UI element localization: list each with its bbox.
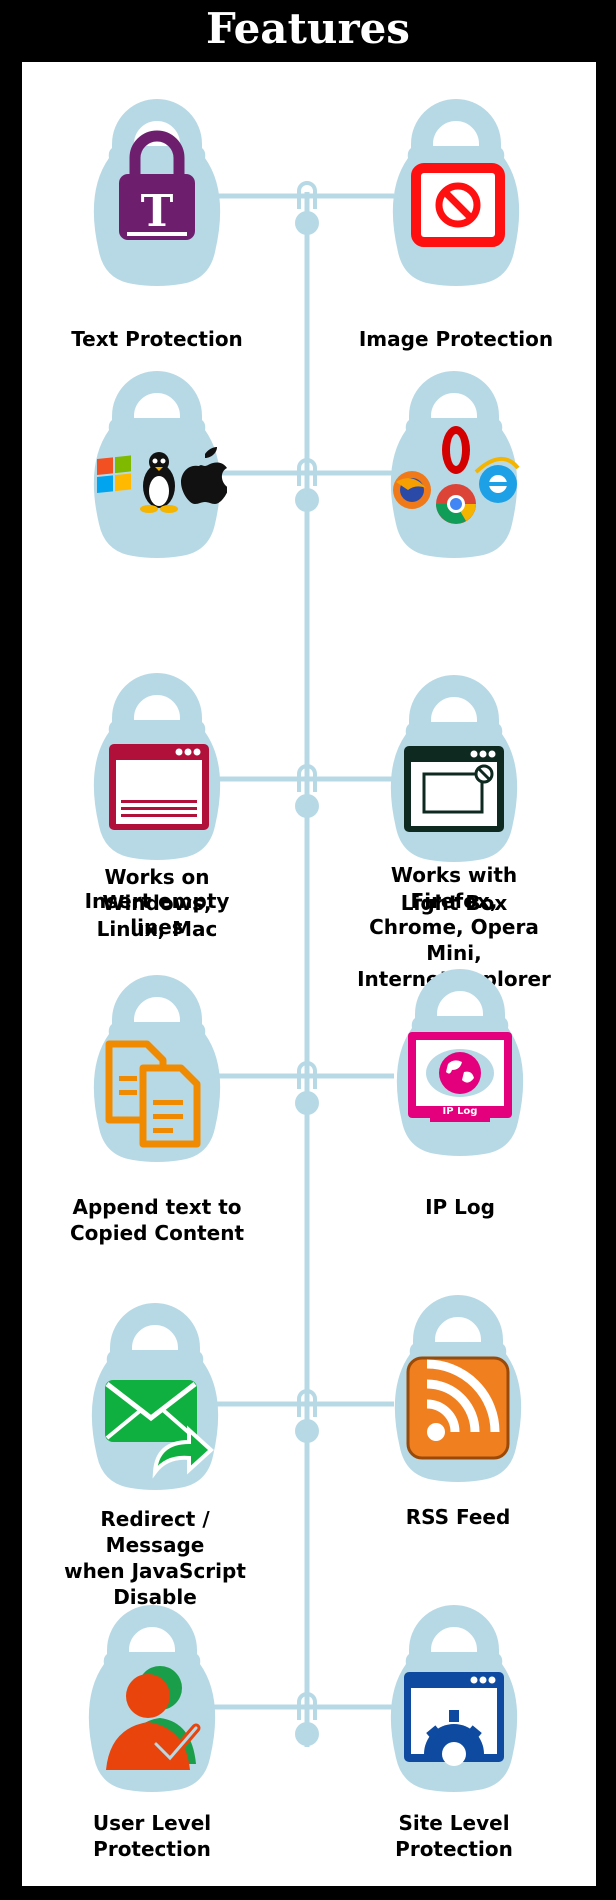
- rss-feed-icon: [406, 1356, 510, 1460]
- lock-icon: T: [93, 99, 221, 286]
- lock-icon: [390, 675, 518, 862]
- lock-icon: [88, 1605, 216, 1792]
- feature-label: Image Protection: [358, 327, 554, 351]
- feature-label: IP Log: [425, 1195, 495, 1219]
- os-logos-icon: [97, 447, 227, 513]
- lock-icon: [93, 975, 221, 1162]
- connector-node: [295, 794, 319, 818]
- site-gear-window-icon: [404, 1672, 504, 1766]
- connector-shackle: [297, 1061, 317, 1089]
- connector-shackle: [297, 764, 317, 792]
- feature-label: RSS Feed: [405, 1505, 511, 1529]
- feature-label: Works on Windows, Linux, Mac: [96, 865, 218, 941]
- connector-node: [295, 1091, 319, 1115]
- features-panel: T Text Protection Image Protection Works…: [22, 62, 596, 1886]
- user-check-icon: [106, 1666, 201, 1770]
- connector-node: [295, 488, 319, 512]
- connector-shackle: [297, 458, 317, 486]
- lock-icon: [390, 1605, 518, 1792]
- feature-label: Append text to Copied Content: [69, 1195, 244, 1245]
- lock-icon: [392, 99, 520, 286]
- window-lines-icon: [109, 744, 209, 830]
- connector-node: [295, 1419, 319, 1443]
- ip-log-icon-text: IP Log: [443, 1106, 478, 1117]
- copy-documents-icon: [105, 1040, 201, 1148]
- connector-shackle: [297, 1389, 317, 1417]
- connector-shackle: [297, 181, 317, 209]
- feature-label: Text Protection: [71, 327, 243, 351]
- blocked-image-icon: [411, 163, 505, 247]
- connector-shackle: [297, 1692, 317, 1720]
- connector-node: [295, 1722, 319, 1746]
- feature-label: Insert empty lines: [84, 889, 230, 939]
- lock-icon: [93, 371, 227, 558]
- feature-label: Works with Firefox, Chrome, Opera Mini, …: [357, 863, 551, 991]
- lock-icon: IP Log: [396, 969, 524, 1156]
- feature-label: User Level Protection: [92, 1811, 212, 1861]
- lock-icon: [93, 673, 221, 860]
- feature-label: Light Box: [400, 891, 508, 915]
- page-title: Features: [206, 4, 410, 53]
- ip-log-monitor-icon: IP Log: [408, 1032, 512, 1122]
- lock-icon: [390, 371, 520, 558]
- svg-text:T: T: [141, 186, 174, 237]
- lock-icon: [91, 1303, 219, 1490]
- connector-lines: [205, 181, 394, 1747]
- feature-label: Site Level Protection: [395, 1811, 513, 1861]
- connector-node: [295, 211, 319, 235]
- mail-forward-icon: [105, 1380, 214, 1479]
- feature-label: Redirect / Message when JavaScript Disab…: [64, 1507, 246, 1609]
- browser-logos-icon: [393, 426, 520, 524]
- lightbox-window-icon: [404, 746, 504, 832]
- lock-icon: [394, 1295, 522, 1482]
- text-lock-icon: T: [119, 130, 195, 240]
